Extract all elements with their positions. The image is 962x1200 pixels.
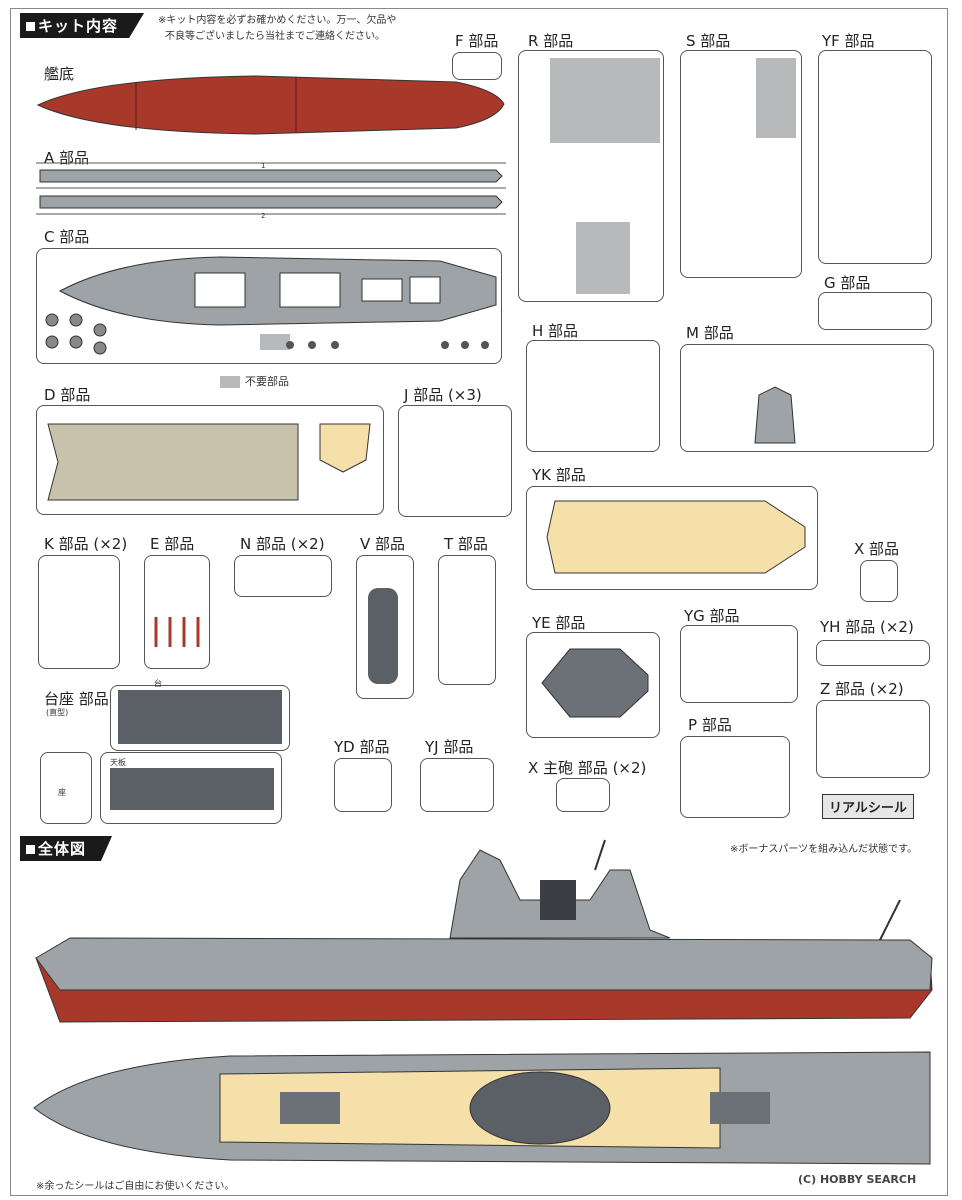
- d-parts-label: D 部品: [44, 386, 91, 404]
- x-parts-frame: [860, 560, 898, 602]
- s-part-3: [756, 58, 796, 138]
- yj-parts-frame: [420, 758, 494, 812]
- top-view-ship: [33, 1051, 931, 1165]
- n-parts-label: N 部品 (×2): [240, 535, 325, 553]
- p-parts-frame: [680, 736, 790, 818]
- yk-parts-label: YK 部品: [532, 466, 586, 484]
- e-parts-props: [154, 617, 200, 647]
- yg-parts-frame: [680, 625, 798, 703]
- yg-parts-label: YG 部品: [684, 607, 740, 625]
- svg-text:1: 1: [261, 162, 265, 170]
- unused-legend-swatch: [220, 376, 240, 388]
- m-parts-label: M 部品: [686, 324, 734, 342]
- top-plate-part: [110, 768, 274, 810]
- stand-label: 台: [154, 679, 162, 688]
- top-plate-label: 天板: [110, 758, 126, 767]
- c-parts-deck: [58, 256, 497, 326]
- e-parts-frame: [144, 555, 210, 669]
- yd-parts-label: YD 部品: [334, 738, 390, 756]
- j-parts-frame: [398, 405, 512, 517]
- e-parts-label: E 部品: [150, 535, 195, 553]
- k-parts-label: K 部品 (×2): [44, 535, 128, 553]
- t-parts-label: T 部品: [444, 535, 488, 553]
- z-parts-label: Z 部品 (×2): [820, 680, 904, 698]
- t-parts-frame: [438, 555, 496, 685]
- base-parts-label: 台座 部品: [44, 690, 109, 708]
- f-parts-frame: [452, 52, 502, 80]
- x-main-gun-label: X 主砲 部品 (×2): [528, 759, 647, 777]
- check-note-2: 不良等ございましたら当社までご連絡ください。: [165, 31, 385, 42]
- g-parts-frame: [818, 292, 932, 330]
- seat-label: 座: [58, 788, 66, 797]
- seal-note: ※余ったシールはご自由にお使いください。: [36, 1181, 235, 1192]
- ye-parts-label: YE 部品: [532, 614, 586, 632]
- m-part-15: [754, 386, 796, 444]
- svg-text:2: 2: [261, 212, 265, 220]
- check-note: ※キット内容を必ずお確かめください。万一、欠品や: [158, 15, 397, 26]
- s-parts-label: S 部品: [686, 32, 731, 50]
- real-seal-label: リアルシール: [822, 794, 914, 819]
- yf-parts-label: YF 部品: [822, 32, 875, 50]
- h-parts-frame: [526, 340, 660, 452]
- kit-contents-header: キット内容: [20, 13, 145, 38]
- hobby-search-watermark: (C) HOBBY SEARCH: [798, 1173, 917, 1186]
- r-part-8: [576, 222, 630, 294]
- seat-frame: [40, 752, 92, 824]
- side-view-ship: [35, 839, 933, 1023]
- m-parts-frame: [680, 344, 934, 452]
- yj-parts-label: YJ 部品: [425, 738, 474, 756]
- k-parts-frame: [38, 555, 120, 669]
- p-parts-label: P 部品: [688, 716, 732, 734]
- page-border: [10, 8, 948, 1196]
- unused-legend-label: 不要部品: [245, 375, 289, 388]
- overall-header: 全体図: [20, 836, 113, 861]
- yf-parts-frame: [818, 50, 932, 264]
- d-parts-deck: [47, 423, 371, 501]
- a-parts-sprue: 12: [36, 162, 506, 220]
- v-parts-label: V 部品: [360, 535, 406, 553]
- yh-parts-label: YH 部品 (×2): [820, 618, 914, 636]
- r-parts-label: R 部品: [528, 32, 574, 50]
- v-part-2: [368, 588, 398, 684]
- bonus-note: ※ボーナスパーツを組み込んだ状態です。: [730, 844, 918, 855]
- yd-parts-frame: [334, 758, 392, 812]
- x-main-gun-frame: [556, 778, 610, 812]
- c-parts-small: [45, 313, 489, 355]
- hull-bottom-part: [36, 75, 505, 135]
- ye-parts-deck: [541, 648, 649, 718]
- base-parts-sub: (直型): [46, 708, 69, 717]
- stand-part: [118, 690, 282, 744]
- g-parts-label: G 部品: [824, 274, 871, 292]
- c-parts-label: C 部品: [44, 228, 90, 246]
- n-parts-frame: [234, 555, 332, 597]
- j-parts-label: J 部品 (×3): [404, 386, 482, 404]
- yh-parts-frame: [816, 640, 930, 666]
- x-parts-label: X 部品: [854, 540, 900, 558]
- h-parts-label: H 部品: [532, 322, 579, 340]
- r-part-1: [550, 58, 660, 143]
- hull-label: 艦底: [44, 65, 75, 83]
- yk-parts-deck: [546, 500, 806, 574]
- z-parts-frame: [816, 700, 930, 778]
- f-parts-label: F 部品: [455, 32, 499, 50]
